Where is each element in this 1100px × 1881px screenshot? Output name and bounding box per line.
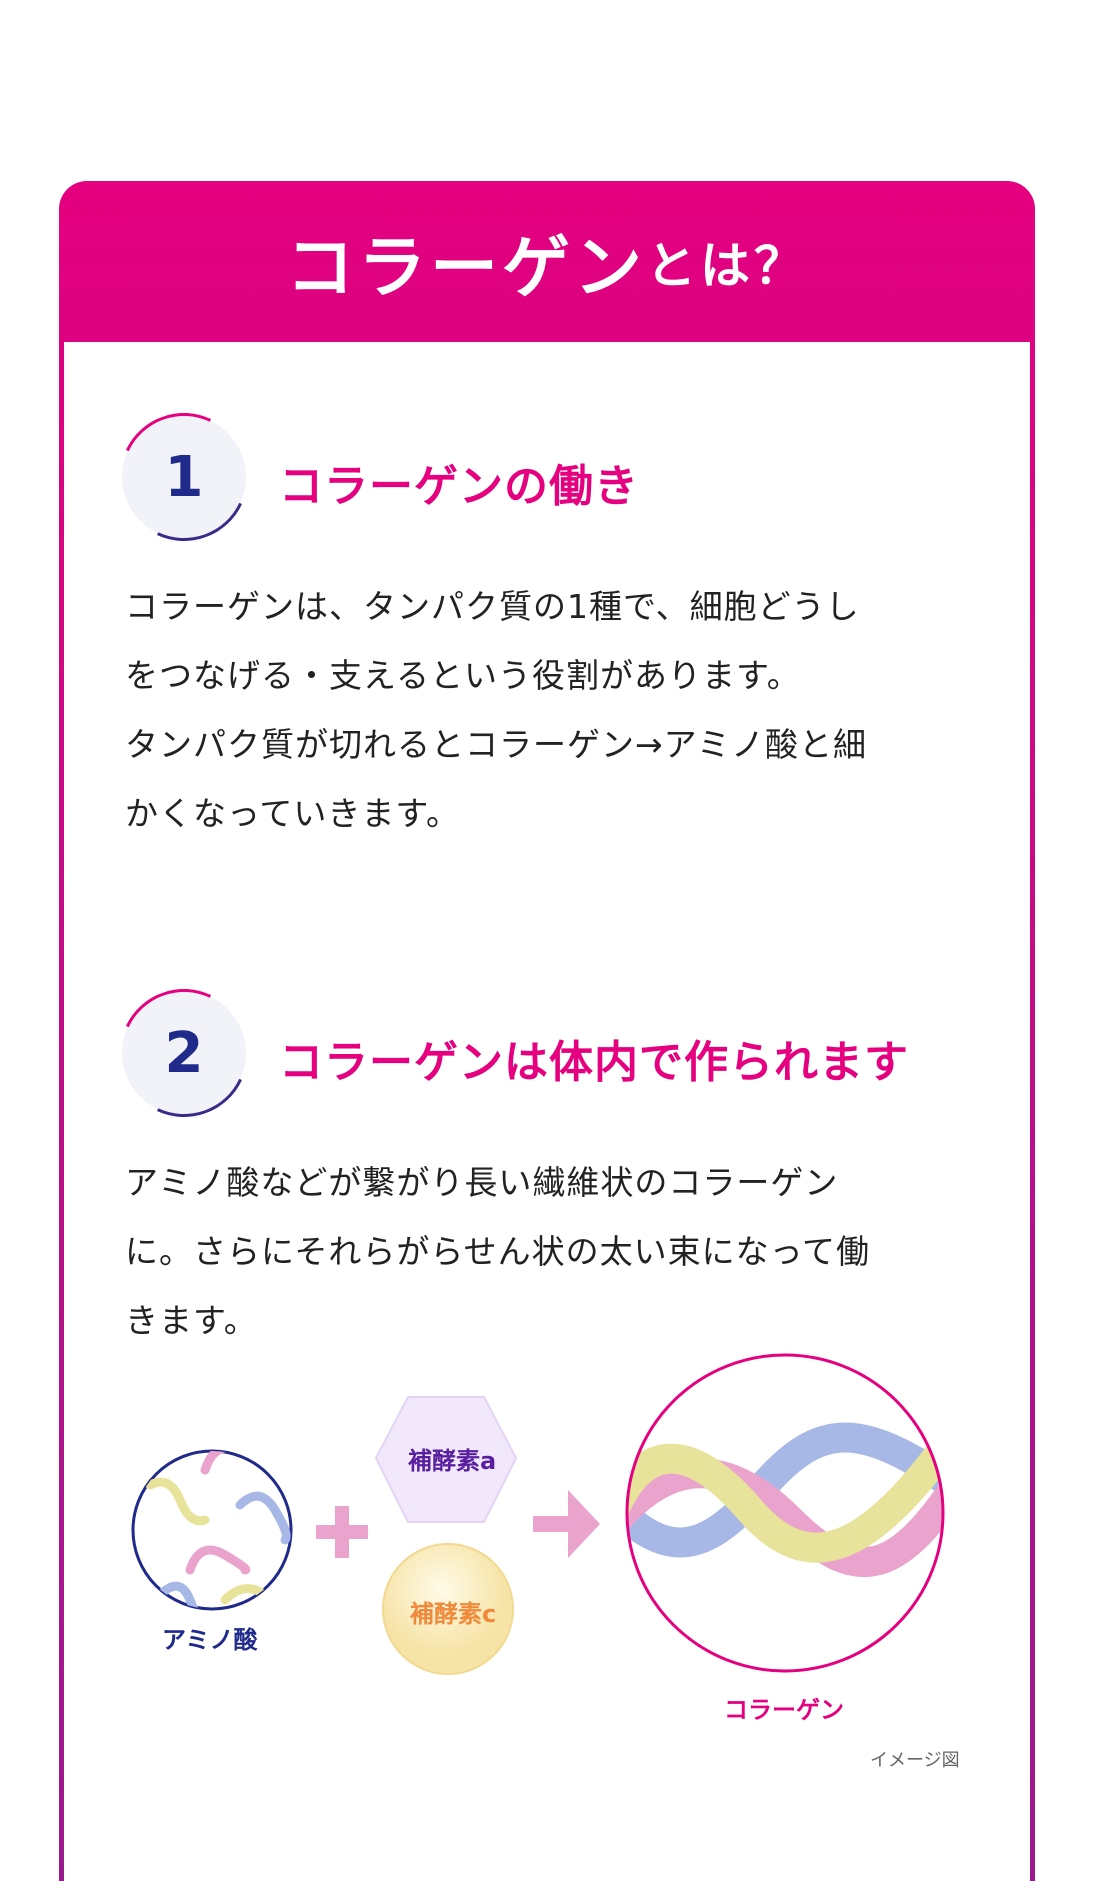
coenzyme-c-circle [382, 1543, 514, 1675]
section-body: アミノ酸などが繋がり長い繊維状のコラーゲン に。さらにそれらがらせん状の太い束に… [125, 1148, 985, 1355]
body-line: に。さらにそれらがらせん状の太い束になって働 [125, 1232, 871, 1271]
coenzyme-a-hexagon [374, 1396, 518, 1523]
section-body: コラーゲンは、タンパク質の1種で、細胞どうし をつなげる・支えるという役割があり… [125, 572, 985, 848]
section-heading: コラーゲンは体内で作られます [279, 1037, 909, 1088]
collagen-helix [627, 1422, 943, 1577]
coenzyme-c-label: 補酵素c [410, 1600, 497, 1628]
section-number-badge: 1 [122, 415, 246, 539]
header-title-main: コラーゲン [285, 229, 646, 308]
collagen-formation-diagram [131, 1353, 945, 1675]
body-line: タンパク質が切れるとコラーゲン→アミノ酸と細 [125, 725, 867, 764]
section-heading: コラーゲンの働き [279, 461, 639, 512]
card-body [64, 342, 1030, 1881]
body-line: きます。 [125, 1301, 258, 1340]
collagen-circle [625, 1353, 945, 1673]
body-line: かくなっていきます。 [125, 794, 461, 833]
card-header: コラーゲンとは？ [59, 181, 1035, 342]
arrow-right-icon [533, 1490, 600, 1558]
section-number-badge: 2 [122, 991, 246, 1115]
body-line: コラーゲンは、タンパク質の1種で、細胞どうし [125, 587, 860, 626]
body-line: をつなげる・支えるという役割があります。 [125, 656, 801, 695]
image-caption: イメージ図 [870, 1750, 960, 1771]
header-title-suffix: とは？ [646, 236, 808, 295]
collagen-label: コラーゲン [724, 1696, 844, 1724]
plus-icon [316, 1506, 368, 1558]
amino-acid-circle [131, 1449, 293, 1611]
amino-acid-label: アミノ酸 [162, 1626, 258, 1654]
body-line: アミノ酸などが繋がり長い繊維状のコラーゲン [125, 1163, 839, 1202]
coenzyme-a-label: 補酵素a [408, 1447, 497, 1475]
